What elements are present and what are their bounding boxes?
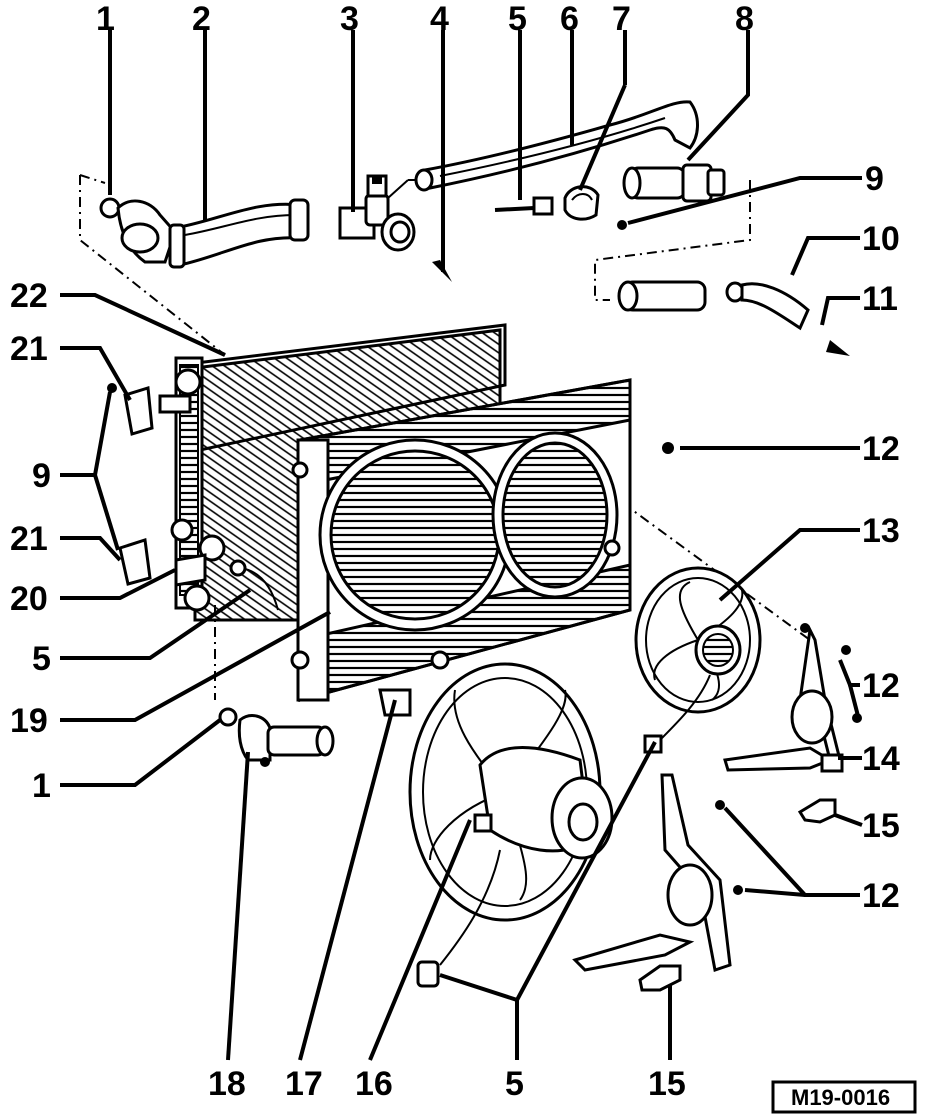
callout-19: 19 — [10, 702, 48, 740]
callout-9-right: 9 — [865, 160, 884, 198]
callout-10: 10 — [862, 220, 900, 258]
callout-4: 4 — [430, 0, 449, 38]
callout-1-top: 1 — [96, 0, 115, 38]
callout-21-upper: 21 — [10, 330, 48, 368]
callout-7: 7 — [612, 0, 631, 38]
reference-code-box: M19-0016 — [771, 1080, 917, 1114]
callout-18: 18 — [208, 1065, 246, 1103]
callout-21-lower: 21 — [10, 520, 48, 558]
callout-2: 2 — [192, 0, 211, 38]
callout-6: 6 — [560, 0, 579, 38]
callout-15-right: 15 — [862, 807, 900, 845]
large-cooling-fan — [408, 662, 743, 992]
callout-3: 3 — [340, 0, 359, 38]
callout-labels: 1 2 3 4 5 6 7 8 9 10 11 12 13 12 14 15 1… — [10, 0, 900, 1103]
small-cooling-fan — [634, 442, 862, 824]
reference-code: M19-0016 — [791, 1085, 890, 1110]
callout-14: 14 — [862, 740, 900, 778]
callout-5-top: 5 — [508, 0, 527, 38]
callout-11: 11 — [862, 280, 898, 318]
leader-lines — [60, 30, 863, 1061]
upper-hose-assembly — [99, 100, 810, 331]
callout-20: 20 — [10, 580, 48, 618]
callout-12-middle: 12 — [862, 667, 900, 705]
callout-12-upper: 12 — [862, 430, 900, 468]
fan-shroud — [290, 378, 632, 717]
callout-13: 13 — [862, 512, 900, 550]
callout-15-bottom: 15 — [648, 1065, 686, 1103]
callout-5-bottom: 5 — [505, 1065, 524, 1103]
callout-16: 16 — [355, 1065, 393, 1103]
left-small-parts — [107, 383, 335, 767]
callout-1-left: 1 — [32, 767, 51, 805]
callout-12-lower: 12 — [862, 877, 900, 915]
flow-arrows — [432, 260, 850, 356]
callout-9-left: 9 — [32, 457, 51, 495]
callout-17: 17 — [285, 1065, 323, 1103]
callout-8: 8 — [735, 0, 754, 38]
callout-22: 22 — [10, 277, 48, 315]
callout-5-left: 5 — [32, 640, 51, 678]
